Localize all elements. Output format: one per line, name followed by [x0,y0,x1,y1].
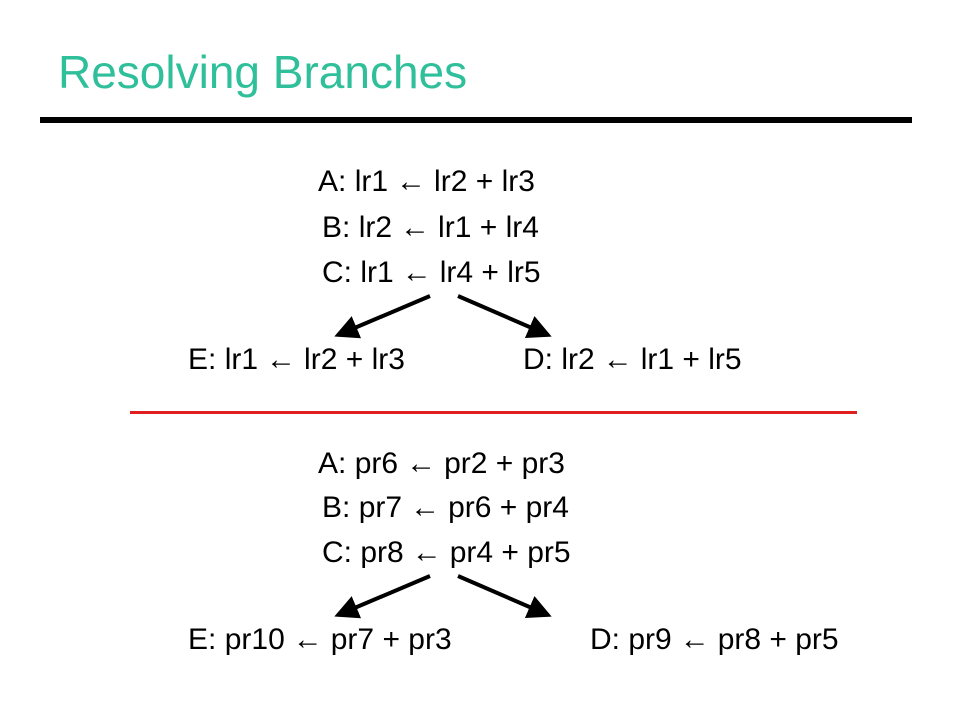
bottom-right-branch-arrow [457,574,552,619]
instruction-label: A: [318,165,347,198]
separator-line [130,411,857,414]
instruction-dest: pr8 [360,536,404,569]
instruction-dest: lr1 [224,343,259,376]
instruction-dest: lr1 [360,256,394,289]
instruction-expr: pr2 + pr3 [444,447,565,480]
instruction-label: A: [318,447,347,480]
top-instruction-a: A: lr1←lr2 + lr3 [318,164,535,200]
bottom-left-branch-arrow [334,574,431,619]
instruction-label: D: [590,623,620,656]
instruction-dest: pr6 [354,447,399,480]
instruction-expr: lr4 + lr5 [439,256,541,289]
instruction-label: C: [322,536,352,569]
left-arrow-icon: ← [410,491,441,524]
left-arrow-icon: ← [411,536,442,569]
top-instruction-c: C: lr1←lr4 + lr5 [322,255,541,291]
slide-title: Resolving Branches [58,46,468,98]
top-left-branch-arrow [334,294,431,339]
left-arrow-icon: ← [401,256,432,289]
instruction-expr: pr7 + pr3 [330,623,452,656]
top-branch-e: E: lr1←lr2 + lr3 [188,342,405,378]
instruction-dest: lr2 [561,343,595,376]
instruction-expr: lr2 + lr3 [434,165,535,198]
instruction-label: D: [523,343,553,376]
left-arrow-icon: ← [406,447,437,480]
instruction-dest: pr7 [358,491,403,524]
bottom-instruction-c: C: pr8←pr4 + pr5 [322,535,571,571]
bottom-instruction-a: A: pr6←pr2 + pr3 [318,446,565,482]
top-instruction-b: B: lr2←lr1 + lr4 [322,210,539,246]
left-arrow-icon: ← [679,623,710,656]
left-arrow-icon: ← [396,165,427,198]
instruction-expr: lr2 + lr3 [304,343,405,376]
left-arrow-icon: ← [602,343,633,376]
instruction-dest: lr1 [354,165,389,198]
instruction-dest: pr9 [628,623,672,656]
instruction-label: B: [322,491,351,524]
left-arrow-icon: ← [292,623,323,656]
left-arrow-icon: ← [400,211,431,244]
instruction-dest: lr2 [358,211,393,244]
instruction-expr: pr4 + pr5 [449,536,571,569]
title-underline [40,117,912,123]
instruction-dest: pr10 [224,623,285,656]
instruction-label: C: [322,256,352,289]
bottom-instruction-b: B: pr7←pr6 + pr4 [322,490,569,526]
instruction-label: E: [188,343,217,376]
instruction-expr: lr1 + lr5 [640,343,742,376]
top-branch-d: D: lr2←lr1 + lr5 [523,342,742,378]
instruction-label: E: [188,623,217,656]
bottom-branch-d: D: pr9←pr8 + pr5 [590,622,839,658]
left-arrow-icon: ← [266,343,297,376]
instruction-expr: pr8 + pr5 [717,623,839,656]
instruction-expr: pr6 + pr4 [448,491,569,524]
instruction-label: B: [322,211,351,244]
instruction-expr: lr1 + lr4 [438,211,539,244]
top-right-branch-arrow [457,294,552,339]
bottom-branch-e: E: pr10←pr7 + pr3 [188,622,452,658]
